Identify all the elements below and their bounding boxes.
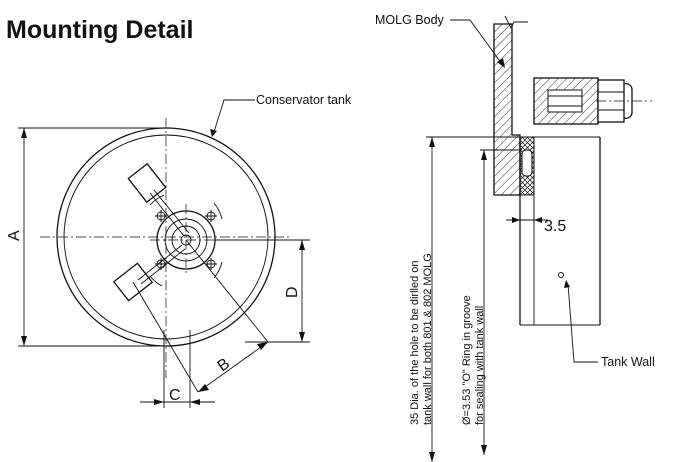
section-view: MOLG Body 3.5 (375, 13, 655, 462)
hole-note-line-2: tank wall for both 801 & 802 MOLG (422, 253, 434, 425)
o-ring (521, 149, 533, 177)
o-ring-note-line-1: Ø=3.53 "O" Ring in groove (461, 295, 473, 425)
tank-leader-line (213, 99, 255, 133)
tank-wall-leader (567, 283, 598, 363)
bolt-holes (149, 194, 223, 287)
tank-wall-label: Tank Wall (601, 355, 655, 369)
float-box-lower (112, 262, 154, 302)
conservator-tank-label: Conservator tank (256, 93, 352, 107)
o-ring-note-line-2: for sealing with tank wall (474, 306, 486, 425)
float-assembly (112, 162, 190, 302)
dimension-b-line (197, 341, 269, 393)
hole-note-line-1: 35 Dia. of the hole to be dirlled on (409, 260, 421, 425)
molg-body (493, 23, 521, 196)
page-title: Mounting Detail (6, 16, 193, 44)
dimension-d-label: D (284, 286, 301, 298)
dimension-b-label: B (215, 355, 233, 375)
thickness-dimension: 3.5 (544, 218, 566, 235)
dimension-a-label: A (6, 230, 23, 241)
float-box-upper (127, 162, 167, 204)
molg-body-leader (450, 19, 503, 65)
tank-wall-marker (557, 271, 565, 279)
molg-body-label: MOLG Body (375, 13, 445, 27)
front-view: Conservator tank A D B C (6, 93, 352, 408)
dimension-c-label: C (169, 387, 181, 404)
